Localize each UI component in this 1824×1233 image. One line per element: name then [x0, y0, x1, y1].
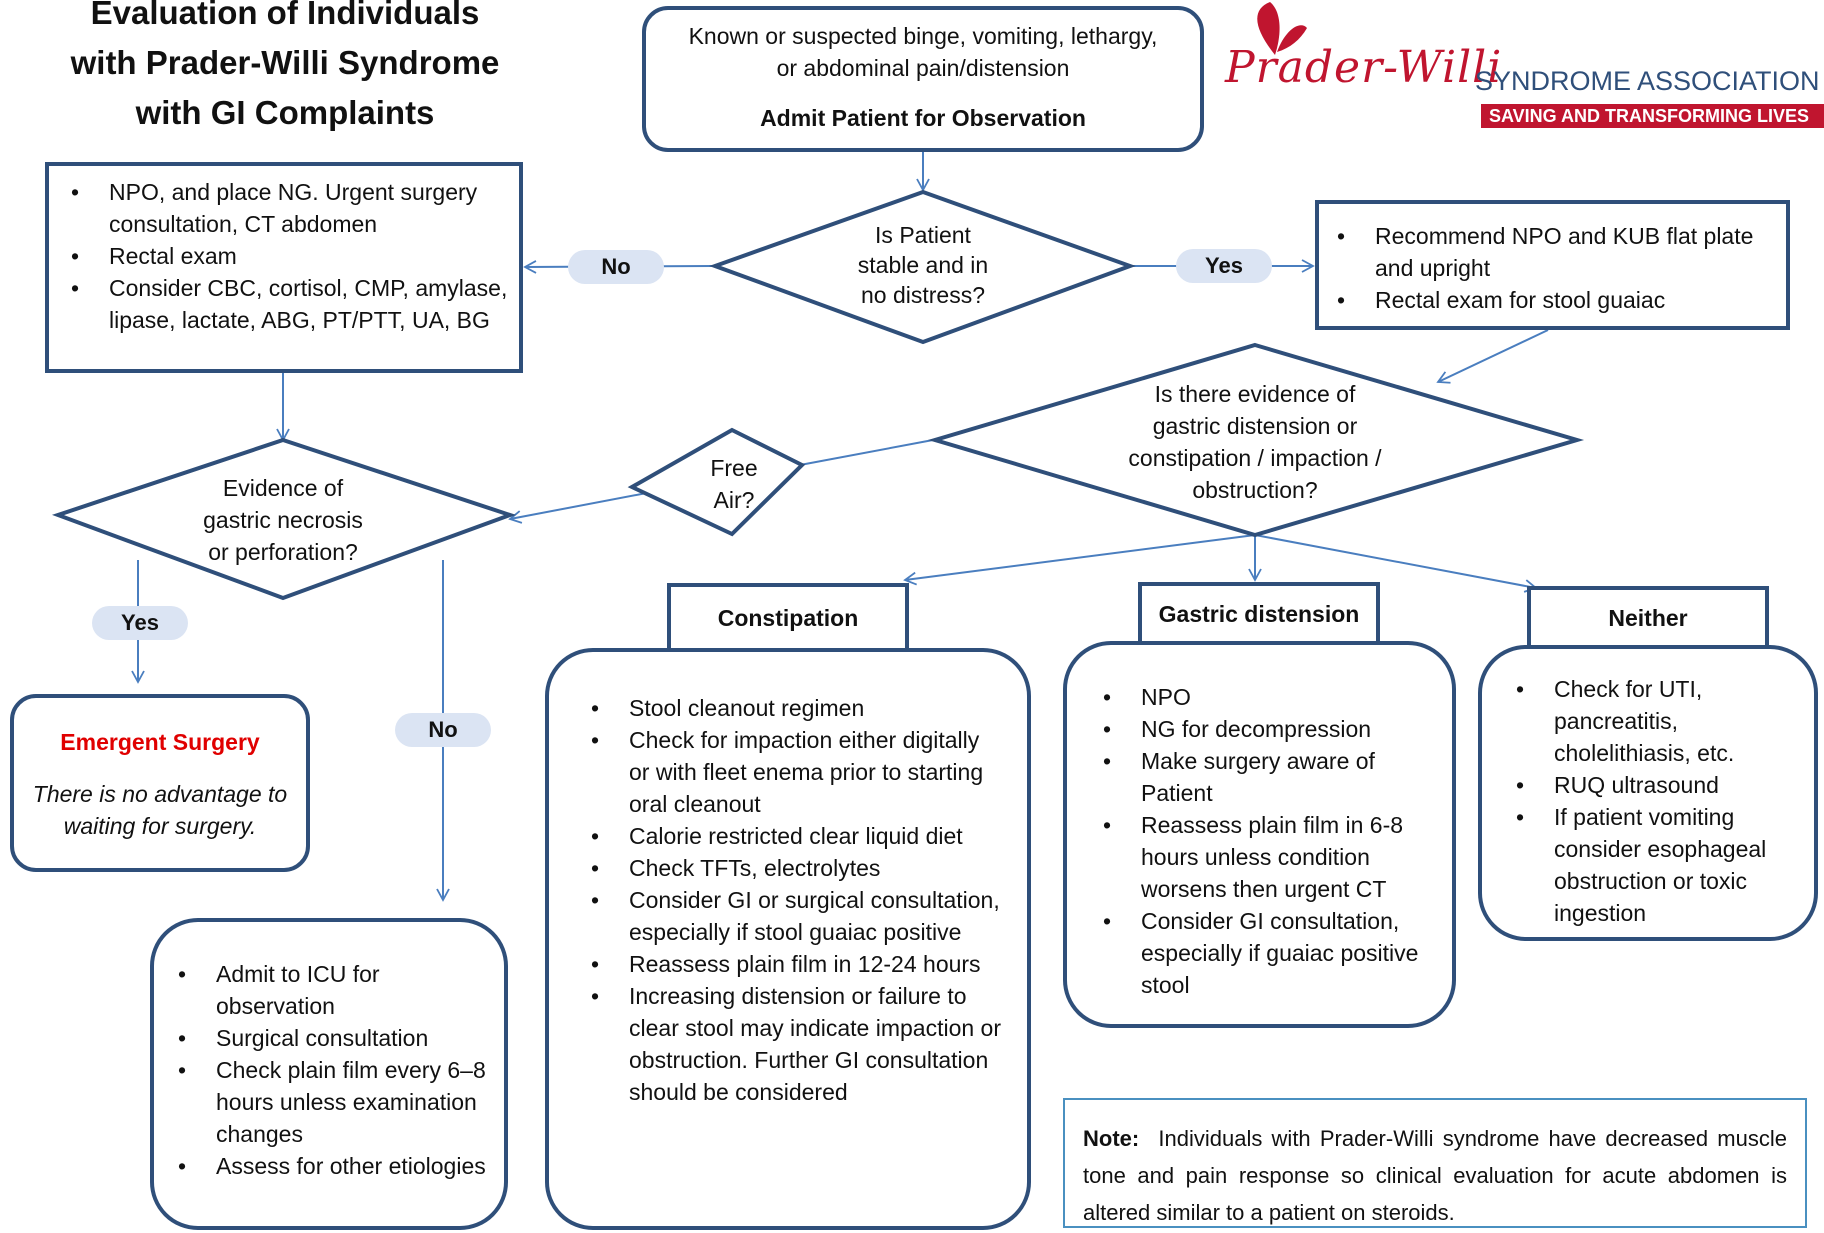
question-line: no distress? — [860, 282, 985, 308]
logo-script: Prader-Willi — [1225, 42, 1503, 93]
icu-box: Admit to ICU for observation Surgical co… — [150, 918, 508, 1230]
no-label: No — [395, 713, 491, 747]
arrow-to-constipation — [903, 534, 1256, 586]
distension-header: Gastric distension — [1138, 582, 1380, 642]
constipation-box: Stool cleanout regimen Check for impacti… — [545, 648, 1031, 1230]
page-title: Evaluation of Individuals with Prader-Wi… — [40, 0, 530, 138]
stable-orders-list: Recommend NPO and KUB flat plate and upr… — [1319, 220, 1776, 316]
note-box: Note: Individuals with Prader-Willi synd… — [1063, 1098, 1807, 1228]
arrow-kub-to-evidence — [1436, 329, 1549, 384]
pwsa-logo: Prader-Willi SYNDROME ASSOCIATION (USA) … — [1225, 0, 1824, 130]
list-item: Consider GI consultation, especially if … — [1103, 905, 1440, 1001]
list-item: Consider CBC, cortisol, CMP, amylase, li… — [71, 272, 509, 336]
question-line: Evidence of — [222, 475, 344, 501]
list-item: Stool cleanout regimen — [591, 692, 1005, 724]
note-label: Note: — [1083, 1126, 1140, 1151]
logo-tagline: SAVING AND TRANSFORMING LIVES — [1481, 104, 1824, 128]
stable-orders-box: Recommend NPO and KUB flat plate and upr… — [1315, 200, 1790, 330]
necrosis-decision-diamond — [51, 437, 517, 601]
arrow-to-neither — [1254, 534, 1538, 593]
title-line: with GI Complaints — [135, 94, 435, 131]
start-text-line: or abdominal pain/distension — [776, 55, 1070, 81]
constipation-header: Constipation — [667, 583, 909, 649]
emergent-surgery-box: Emergent Surgery There is no advantage t… — [10, 694, 310, 872]
neither-box: Check for UTI, pancreatitis, cholelithia… — [1478, 645, 1818, 941]
question-line: or perforation? — [208, 539, 358, 565]
no-label: No — [568, 250, 664, 284]
question-line: stable and in — [857, 252, 989, 278]
list-item: Surgical consultation — [178, 1022, 496, 1054]
title-line: with Prader-Willi Syndrome — [70, 44, 500, 81]
list-item: Check for impaction either digitally or … — [591, 724, 1005, 820]
question-line: Is Patient — [875, 222, 971, 248]
list-item: Rectal exam — [71, 240, 509, 272]
list-item: NG for decompression — [1103, 713, 1440, 745]
stable-decision-diamond — [709, 189, 1136, 345]
stable-question: Is Patient stable and in no distress? — [803, 220, 1043, 310]
list-item: RUQ ultrasound — [1516, 769, 1804, 801]
necrosis-question: Evidence of gastric necrosis or perforat… — [183, 472, 383, 568]
question-line: Is there evidence of — [1154, 381, 1356, 407]
neither-header: Neither — [1527, 586, 1769, 646]
list-item: NPO — [1103, 681, 1440, 713]
icu-list: Admit to ICU for observation Surgical co… — [154, 958, 496, 1182]
butterfly-icon — [1257, 2, 1307, 55]
question-line: constipation / impaction / — [1128, 445, 1382, 471]
question-line: obstruction? — [1192, 477, 1318, 503]
evidence-question: Is there evidence of gastric distension … — [1095, 378, 1415, 506]
neither-list: Check for UTI, pancreatitis, cholelithia… — [1482, 673, 1804, 929]
question-line: gastric necrosis — [203, 507, 363, 533]
emergent-text: There is no advantage to waiting for sur… — [32, 781, 288, 839]
question-line: Air? — [713, 487, 755, 513]
list-item: Make surgery aware of Patient — [1103, 745, 1440, 809]
list-item: Reassess plain film in 12-24 hours — [591, 948, 1005, 980]
list-item: NPO, and place NG. Urgent surgery consul… — [71, 176, 509, 240]
question-line: gastric distension or — [1152, 413, 1358, 439]
list-item: Check plain film every 6–8 hours unless … — [178, 1054, 496, 1150]
note-text: Individuals with Prader-Willi syndrome h… — [1083, 1126, 1787, 1225]
list-item: Check for UTI, pancreatitis, cholelithia… — [1516, 673, 1804, 769]
list-item: Increasing distension or failure to clea… — [591, 980, 1005, 1108]
start-box: Known or suspected binge, vomiting, leth… — [642, 6, 1204, 152]
list-item: Assess for other etiologies — [178, 1150, 496, 1182]
line-evidence-to-freeair — [799, 439, 934, 466]
list-item: Rectal exam for stool guaiac — [1337, 284, 1776, 316]
logo-org: SYNDROME ASSOCIATION (USA) — [1475, 66, 1824, 96]
start-action: Admit Patient for Observation — [760, 105, 1086, 131]
distension-box: NPO NG for decompression Make surgery aw… — [1063, 641, 1456, 1028]
question-line: Free — [710, 455, 758, 481]
free-air-question: Free Air? — [684, 452, 784, 516]
constipation-list: Stool cleanout regimen Check for impacti… — [549, 692, 1005, 1108]
distension-list: NPO NG for decompression Make surgery aw… — [1067, 681, 1440, 1001]
list-item: Reassess plain film in 6-8 hours unless … — [1103, 809, 1440, 905]
emergent-title: Emergent Surgery — [60, 729, 260, 755]
free-air-decision-diamond — [627, 427, 806, 537]
list-item: If patient vomiting consider esophageal … — [1516, 801, 1804, 929]
list-item: Admit to ICU for observation — [178, 958, 496, 1022]
evidence-decision-diamond — [927, 342, 1585, 538]
list-item: Check TFTs, electrolytes — [591, 852, 1005, 884]
list-item: Calorie restricted clear liquid diet — [591, 820, 1005, 852]
yes-label: Yes — [92, 606, 188, 640]
start-text-line: Known or suspected binge, vomiting, leth… — [688, 23, 1158, 49]
unstable-orders-list: NPO, and place NG. Urgent surgery consul… — [49, 176, 509, 336]
list-item: Recommend NPO and KUB flat plate and upr… — [1337, 220, 1776, 284]
title-line: Evaluation of Individuals — [90, 0, 480, 31]
yes-label: Yes — [1176, 249, 1272, 283]
arrow-freeair-to-necrosis — [508, 491, 653, 524]
unstable-orders-box: NPO, and place NG. Urgent surgery consul… — [45, 162, 523, 373]
list-item: Consider GI or surgical consultation, es… — [591, 884, 1005, 948]
